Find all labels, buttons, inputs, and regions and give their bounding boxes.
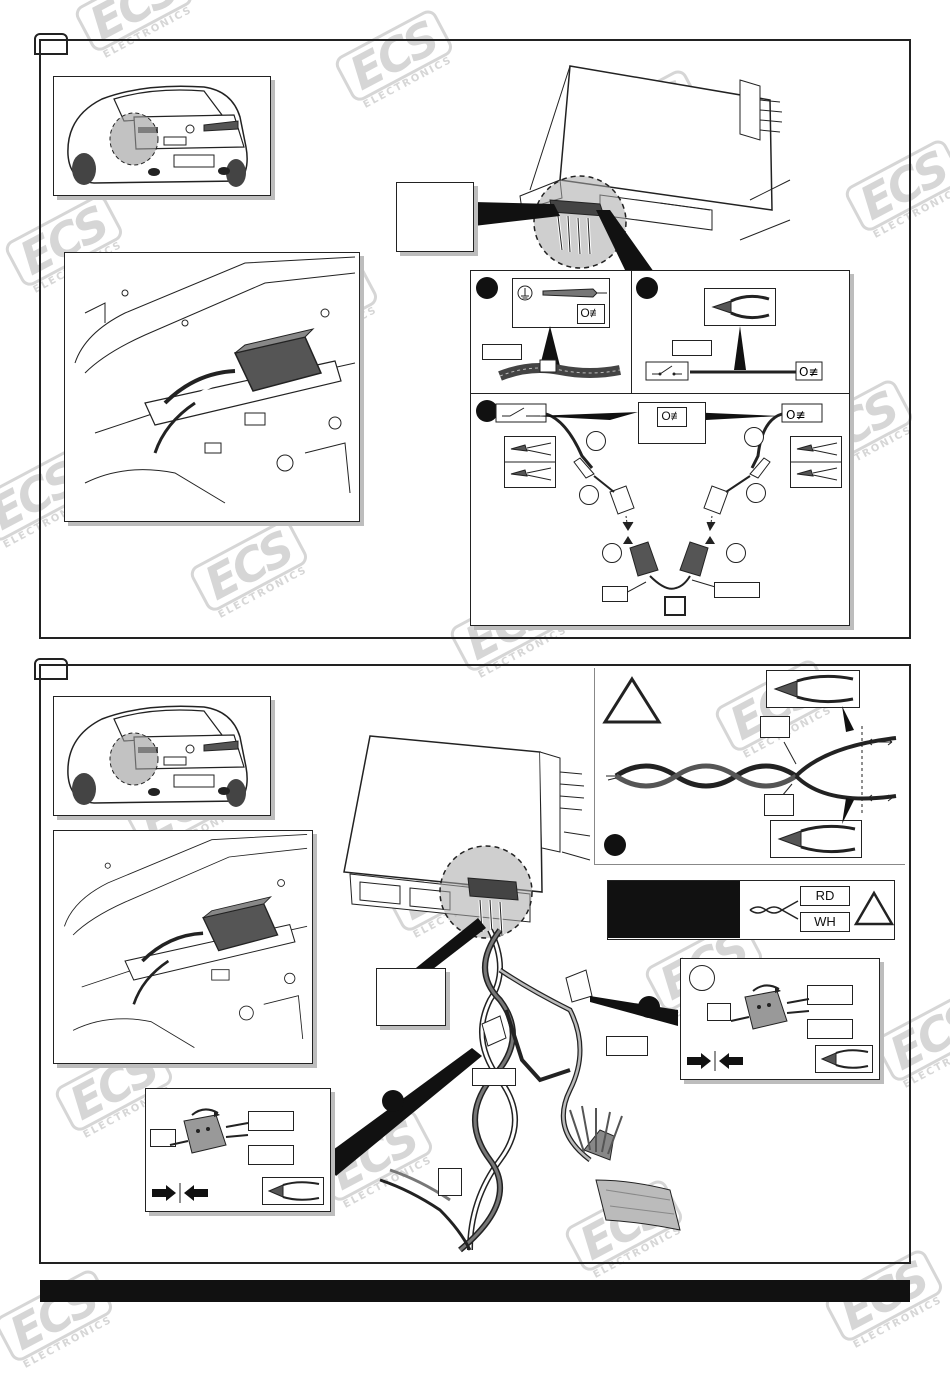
wire-label-blank — [248, 1145, 294, 1165]
fog-light-callout: O≢ — [638, 402, 706, 444]
step-panel-1 — [39, 39, 911, 639]
callout-pointer-wedge — [322, 1048, 482, 1176]
car-rear-view-frame — [53, 696, 271, 816]
wire-label-blank — [714, 582, 760, 598]
wire-label-blank — [150, 1129, 176, 1147]
cutter-box — [770, 820, 862, 858]
wire-label-blank — [760, 716, 790, 738]
crimp-tool-box-right — [790, 436, 842, 488]
module-install-frame — [53, 830, 313, 1064]
callout-pointer-wedge — [474, 202, 560, 226]
footer-bar — [40, 1280, 910, 1302]
module-connector-detail — [519, 65, 791, 269]
trunk-module-illustration — [63, 834, 308, 1049]
red-wire-label: RD — [800, 886, 850, 906]
trunk-module-illustration — [74, 256, 356, 504]
wire-cut-panel — [594, 668, 905, 865]
connector-detail-frame-left — [145, 1088, 331, 1212]
car-rear-illustration — [67, 705, 248, 807]
step-panel-2 — [39, 664, 911, 1264]
step-tab-2 — [34, 658, 68, 680]
sub-step-marker-d — [604, 834, 626, 856]
sub-step-marker-b — [636, 277, 658, 299]
connector-plug-icon — [730, 984, 810, 1030]
car-rear-illustration — [67, 85, 248, 187]
sub-step-marker-c — [476, 400, 498, 422]
step-number-circle — [744, 427, 764, 447]
module-install-frame — [64, 252, 360, 522]
wire-label-blank — [472, 1068, 516, 1086]
connector-plug-icon — [169, 1108, 249, 1154]
crimp-tool-box — [262, 1177, 324, 1205]
splice-connection-diagram: O≢ — [495, 403, 823, 597]
cutter-box — [704, 288, 776, 326]
side-cutter-icon — [773, 674, 854, 704]
probe-test-wire — [498, 326, 621, 381]
wire-label-blank — [672, 340, 712, 356]
twisted-wire-cut-diagram — [606, 706, 897, 824]
cutter-box — [766, 670, 860, 708]
callout-pointer-wedge — [406, 918, 486, 976]
white-wire-label: WH — [800, 912, 850, 932]
wire-label-blank — [438, 1168, 462, 1196]
wire-label-blank — [707, 1003, 731, 1021]
crimp-tool-box — [815, 1045, 873, 1073]
push-together-icon — [152, 1183, 208, 1203]
fog-light-icon: O≢ — [577, 304, 605, 324]
car-rear-view-frame — [53, 76, 271, 196]
crimp-tool-icon — [267, 1181, 320, 1201]
crimp-tool-icon — [505, 442, 555, 481]
crimp-tool-icon — [820, 1049, 869, 1069]
sub-step-marker-e — [638, 996, 660, 1018]
probe-test-box: O≢ — [512, 278, 610, 328]
push-together-icon — [687, 1051, 743, 1071]
wire-label-blank — [807, 1019, 853, 1039]
side-cutter-icon — [777, 824, 856, 854]
connector-callout-blank — [396, 182, 474, 252]
crimp-tool-box-left — [504, 436, 556, 488]
wire-label-blank — [606, 1036, 648, 1056]
twisted-pair-icon — [749, 900, 799, 920]
sub-step-marker-a — [476, 277, 498, 299]
wire-color-banner: RD WH — [607, 880, 895, 940]
step-number-circle — [586, 431, 606, 451]
connector-detail-frame-right — [680, 958, 880, 1080]
wire-color-banner-dark — [608, 881, 740, 938]
side-cutter-icon — [711, 294, 770, 320]
wire-label-blank — [807, 985, 853, 1005]
svg-text:O≢: O≢ — [786, 408, 806, 422]
step-number-circle — [689, 965, 715, 991]
module-connector-detail — [343, 735, 591, 939]
svg-text:O≢: O≢ — [799, 365, 819, 379]
step-number-circle — [602, 543, 622, 563]
callout-pointer-wedge — [590, 996, 678, 1026]
wire-label-blank — [764, 794, 794, 816]
step-number-circle — [746, 483, 766, 503]
step-number-circle — [579, 485, 599, 505]
ground-test-probe-icon — [517, 285, 607, 301]
warning-triangle-icon — [853, 890, 895, 926]
wire-label-blank — [482, 344, 522, 360]
step-tab-1 — [34, 33, 68, 55]
wire-label-blank — [248, 1111, 294, 1131]
step-number-circle — [726, 543, 746, 563]
cut-wire-diagram: O≢ — [645, 326, 823, 381]
warning-triangle-icon — [602, 676, 662, 724]
wire-label-blank — [664, 596, 686, 616]
sub-step-marker-f — [382, 1090, 404, 1112]
crimp-tool-icon — [791, 442, 841, 481]
callout-pointer-wedge — [596, 210, 654, 272]
wire-label-blank — [602, 586, 628, 602]
fog-light-icon: O≢ — [657, 407, 687, 427]
connector-callout-blank — [376, 968, 446, 1026]
